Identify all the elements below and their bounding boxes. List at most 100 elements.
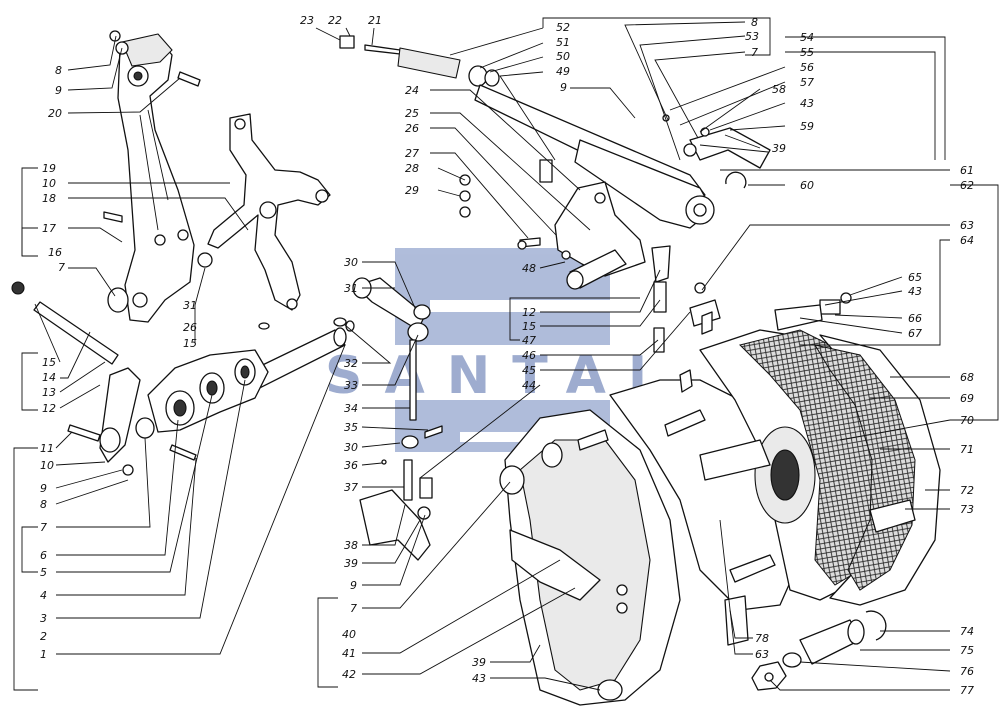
callout-8: 8 [55,64,62,77]
callout-66: 66 [908,312,922,325]
callout-25: 25 [405,107,419,120]
callout-6: 6 [40,549,47,562]
callout-10: 10 [40,459,54,472]
callout-54: 54 [800,31,814,44]
callout-16: 16 [48,246,62,259]
callout-39: 39 [472,656,486,669]
callout-26: 26 [405,122,419,135]
callout-12: 12 [42,402,56,415]
callout-43: 43 [472,672,486,685]
callout-2: 2 [40,630,47,643]
callout-11: 11 [40,442,54,455]
callout-48: 48 [522,262,536,275]
callout-62: 62 [960,179,974,192]
callout-63: 63 [960,219,974,232]
callout-29: 29 [405,184,419,197]
callout-19: 19 [42,162,56,175]
callout-45: 45 [522,364,536,377]
callout-68: 68 [960,371,974,384]
callout-56: 56 [800,61,814,74]
callout-36: 36 [344,459,358,472]
callout-40: 40 [342,628,356,641]
callout-27: 27 [405,147,419,160]
callout-50: 50 [556,50,570,63]
callout-41: 41 [342,647,356,660]
callout-15: 15 [522,320,536,333]
callout-28: 28 [405,162,419,175]
callout-47: 47 [522,334,536,347]
middle-lever-assembly [333,277,443,561]
callout-17: 17 [42,222,56,235]
callout-13: 13 [42,386,56,399]
callout-23: 23 [300,14,314,27]
callout-60: 60 [800,179,814,192]
callout-31: 31 [183,299,197,312]
callout-26: 26 [183,321,197,334]
brake-back-plate [499,409,681,706]
callout-31: 31 [344,282,358,295]
parts-drawing [11,30,941,706]
leader-lines [13,17,999,691]
callout-7: 7 [751,46,758,59]
callout-61: 61 [960,164,974,177]
callout-39: 39 [344,557,358,570]
callout-77: 77 [960,684,974,697]
adjuster-parts [724,595,887,691]
callout-5: 5 [40,566,47,579]
callout-22: 22 [328,14,342,27]
callout-9: 9 [560,81,567,94]
callout-33: 33 [344,379,358,392]
callout-8: 8 [751,16,758,29]
callout-39: 39 [772,142,786,155]
pedal-bracket [103,30,213,323]
callout-7: 7 [350,602,357,615]
callout-14: 14 [42,371,56,384]
callout-74: 74 [960,625,974,638]
callout-78: 78 [755,632,769,645]
callout-53: 53 [745,30,759,43]
callout-59: 59 [800,120,814,133]
callout-72: 72 [960,484,974,497]
callout-57: 57 [800,76,814,89]
watermark-logo: SANTAL [325,248,683,452]
callout-20: 20 [48,107,62,120]
callout-10: 10 [42,177,56,190]
callout-21: 21 [368,14,382,27]
watermark-text: SANTAL [325,346,683,406]
callout-4: 4 [40,589,47,602]
callout-44: 44 [522,379,536,392]
callout-34: 34 [344,402,358,415]
callout-24: 24 [405,84,419,97]
callout-30: 30 [344,441,358,454]
callout-1: 1 [40,648,47,661]
callout-9: 9 [350,579,357,592]
callout-35: 35 [344,421,358,434]
callout-73: 73 [960,503,974,516]
callout-32: 32 [344,357,358,370]
callout-12: 12 [522,306,536,319]
brake-drum [774,292,941,606]
callout-63: 63 [755,648,769,661]
callout-7: 7 [40,521,47,534]
support-bracket [459,174,646,290]
callout-46: 46 [522,349,536,362]
callout-51: 51 [556,36,570,49]
callout-43: 43 [800,97,814,110]
callout-69: 69 [960,392,974,405]
callout-70: 70 [960,414,974,427]
callout-8: 8 [40,498,47,511]
callout-42: 42 [342,668,356,681]
lever-left [11,281,197,476]
callout-7: 7 [58,261,65,274]
callout-71: 71 [960,443,974,456]
callout-58: 58 [772,83,786,96]
callout-52: 52 [556,21,570,34]
upper-rod-linkage [339,35,771,229]
callout-76: 76 [960,665,974,678]
callout-labels: 8 9 20 19 10 18 17 16 7 31 26 15 15 14 1… [40,14,974,697]
callout-64: 64 [960,234,974,247]
callout-15: 15 [183,337,197,350]
callout-65: 65 [908,271,922,284]
callout-18: 18 [42,192,56,205]
